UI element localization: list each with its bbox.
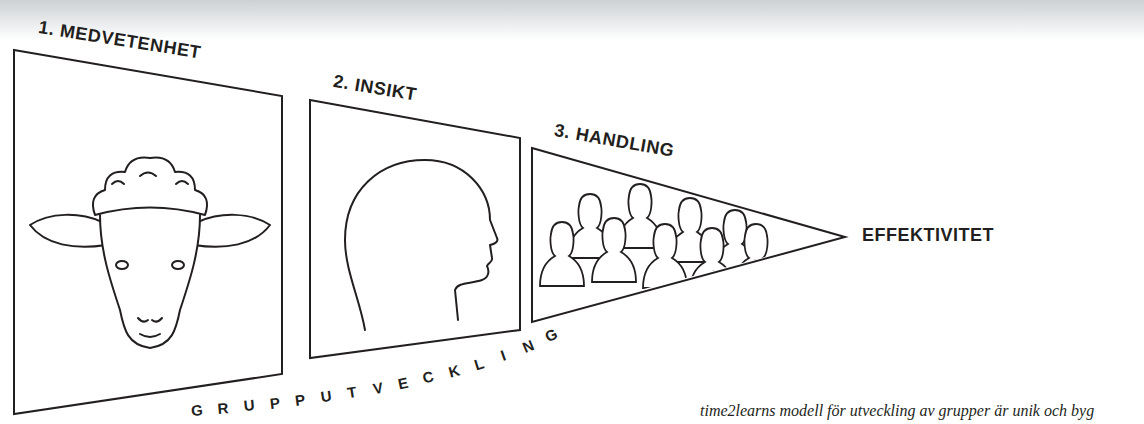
curved-letter: T [346, 384, 357, 400]
crowd-icon [540, 184, 778, 292]
person [592, 218, 636, 282]
sheep-nose [138, 318, 162, 322]
sheep-eye [116, 261, 128, 269]
sheep-ear [194, 215, 270, 247]
sheep-icon [30, 158, 270, 348]
curved-letter: N [520, 337, 536, 355]
person [540, 222, 584, 286]
stage-heading: 1. MEDVETENHET [37, 18, 203, 63]
head-profile-icon [345, 160, 497, 330]
funnel-panel: 2. INSIKT [310, 100, 520, 358]
stage-heading: 3. HANDLING [553, 121, 676, 162]
outcome-label: EFFEKTIVITET [862, 226, 994, 246]
curved-letter: G [543, 326, 560, 345]
caption: time2learns modell för utveckling av gru… [700, 402, 1094, 420]
panel-border [310, 100, 520, 358]
curved-letter: K [446, 362, 460, 379]
sheep-wool-curl [112, 173, 188, 185]
sheep-eye [172, 261, 184, 269]
panel-outline [532, 148, 845, 322]
curved-letter: E [397, 375, 410, 392]
sheep-ear [30, 215, 106, 247]
sheep-face [100, 215, 200, 348]
curved-letter: I [499, 348, 508, 364]
panel-border [14, 50, 282, 414]
sheep-mouth [140, 334, 160, 337]
curved-letter: G [191, 402, 204, 418]
funnel-panel: 1. MEDVETENHET [14, 50, 282, 414]
curved-letter: C [421, 369, 435, 386]
curved-letter: U [320, 388, 333, 404]
panel-outline [310, 100, 520, 358]
funnel-panel: 3. HANDLING [532, 148, 845, 322]
curved-letter: U [243, 397, 255, 413]
curved-letter: L [472, 355, 485, 372]
person [690, 228, 734, 292]
person [643, 224, 687, 288]
snow-background [0, 0, 1144, 40]
sheep-wool [93, 158, 207, 215]
curved-letter: V [371, 380, 384, 397]
curved-letter: R [217, 400, 229, 416]
panel-border [532, 148, 845, 322]
stage-heading: 2. INSIKT [332, 72, 419, 105]
curved-letter: P [295, 392, 307, 408]
panel-outline [14, 50, 282, 414]
curved-letter: P [269, 395, 281, 411]
